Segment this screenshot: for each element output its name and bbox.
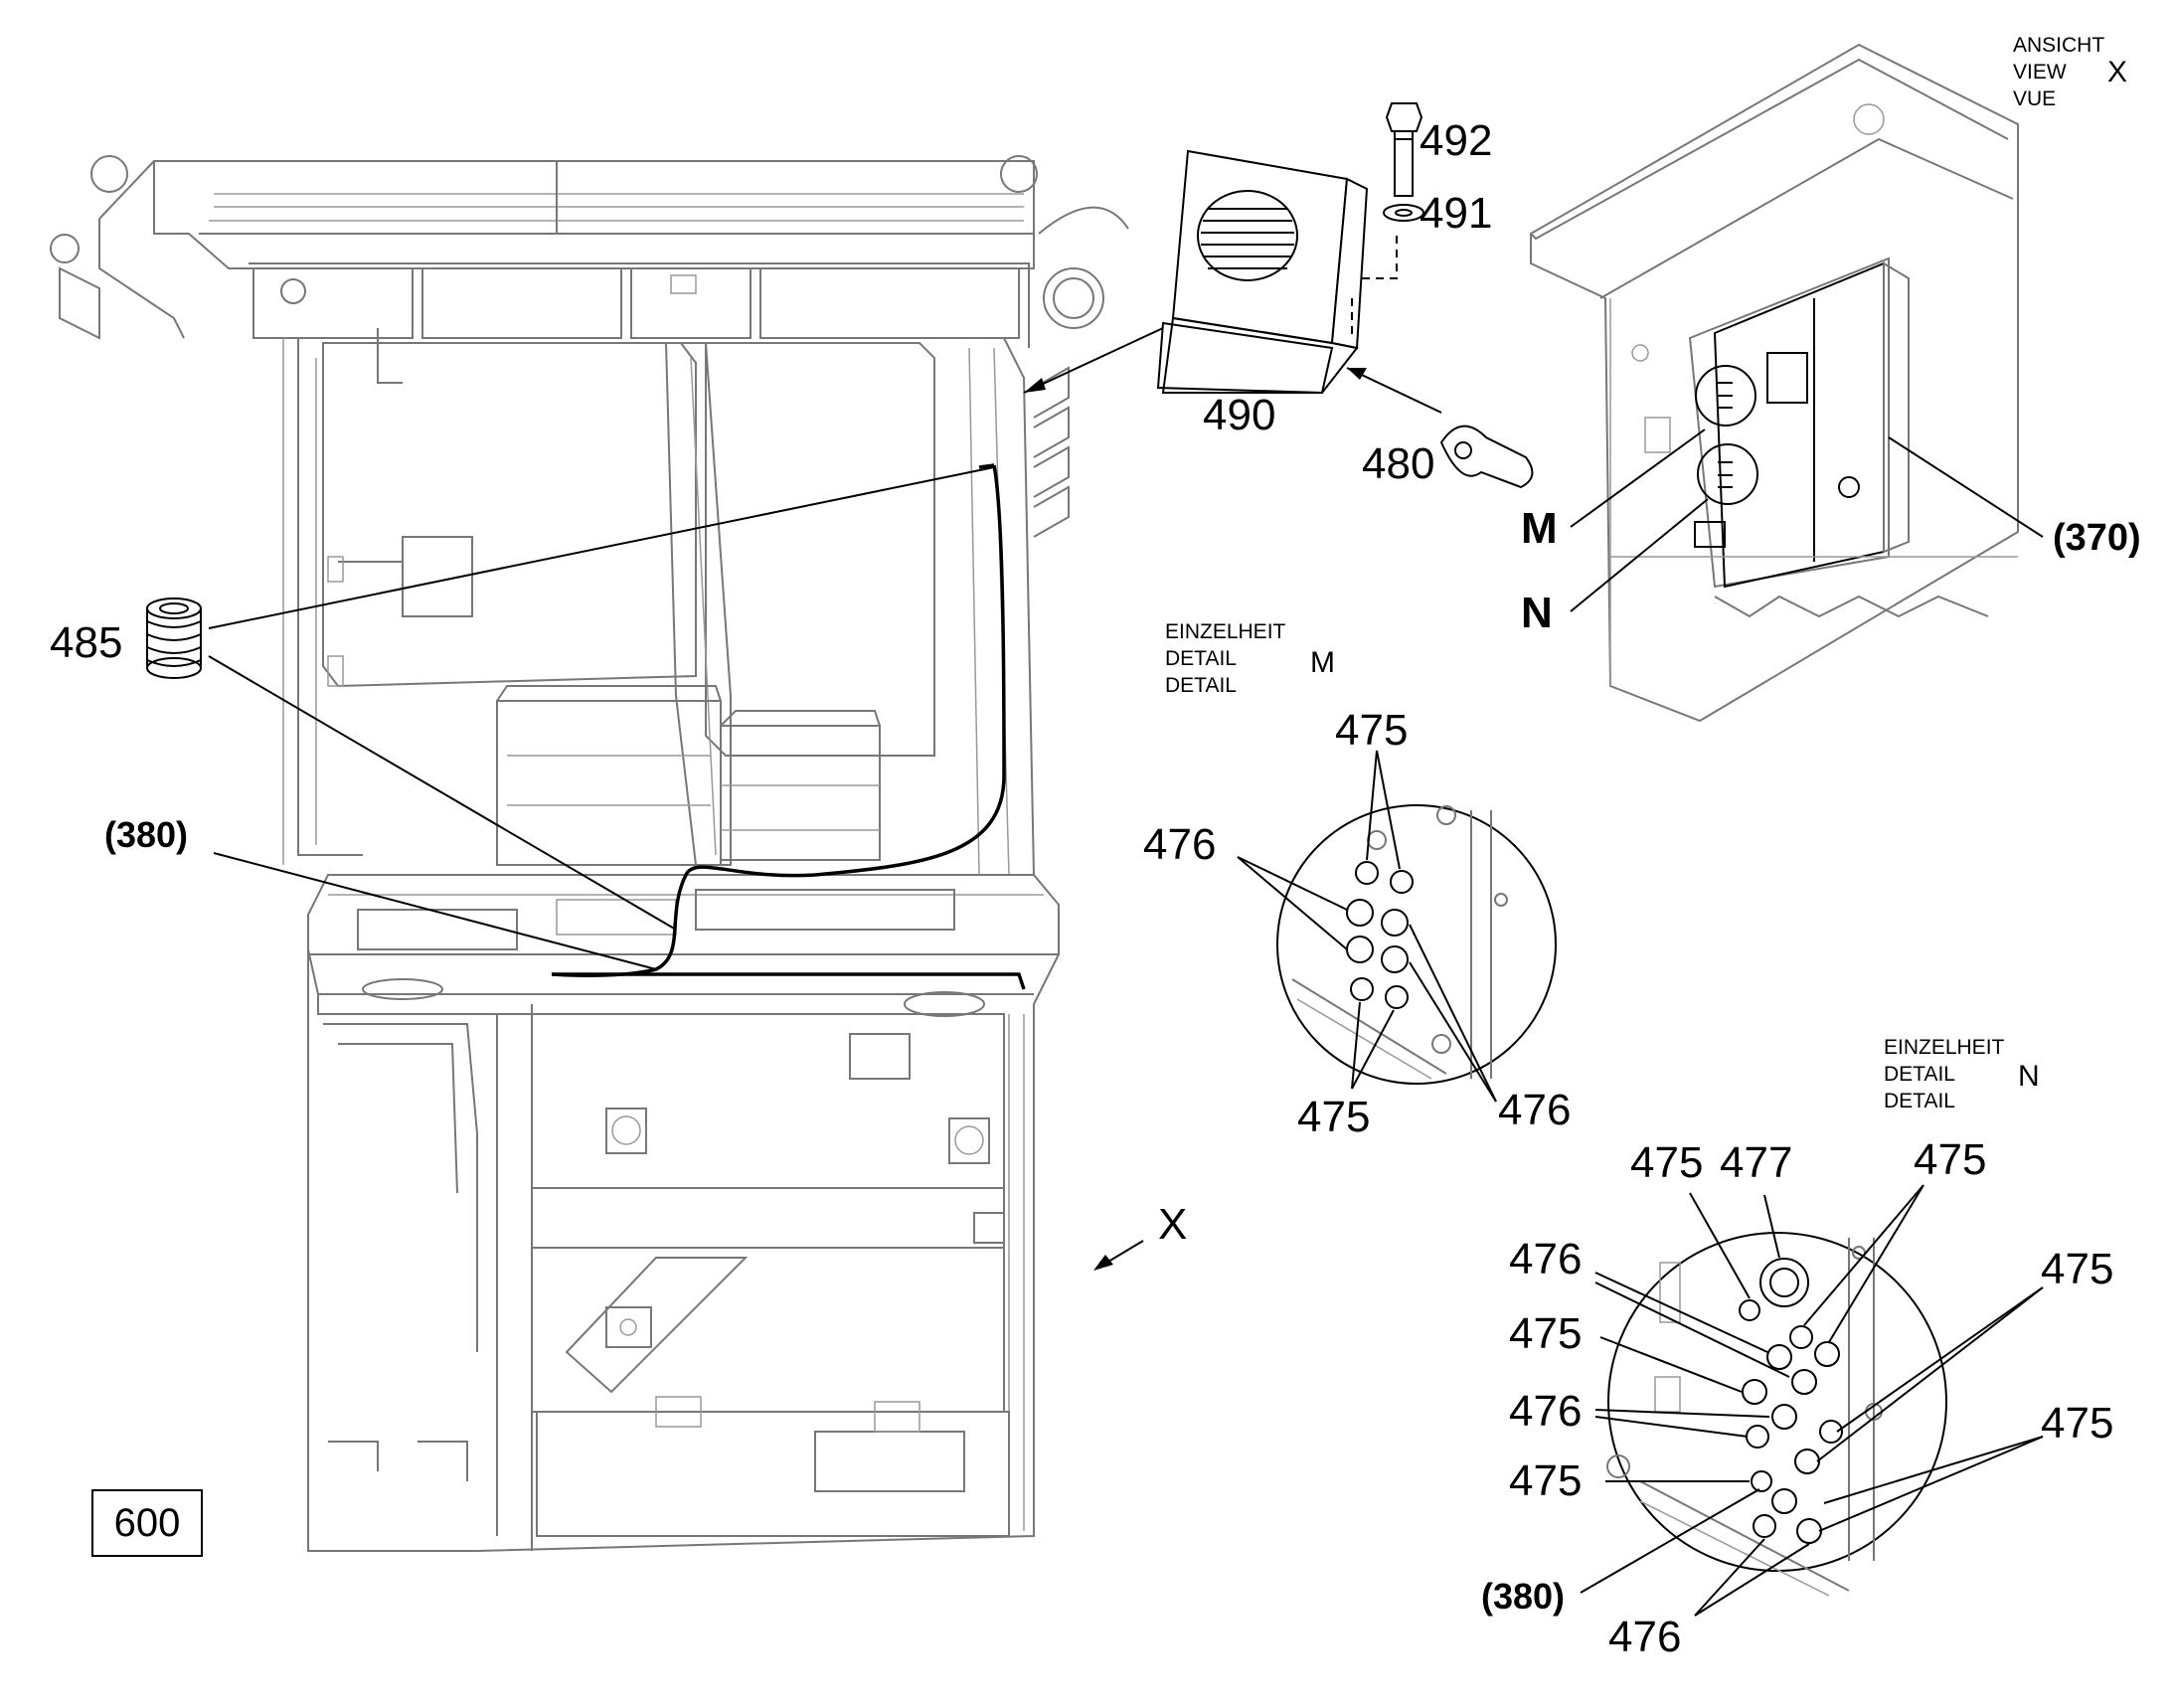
arrow-x-letter: X — [1158, 1200, 1188, 1249]
callout-492: 492 — [1420, 116, 1493, 165]
n-callout-476-c: 476 — [1608, 1613, 1682, 1661]
callout-485: 485 — [50, 618, 123, 667]
detail-m-drawing — [1237, 750, 1557, 1103]
n-callout-477: 477 — [1720, 1138, 1793, 1187]
view-letter: X — [2107, 56, 2128, 88]
bolt-492 — [1385, 102, 1423, 197]
page-number-box: 600 — [91, 1489, 203, 1557]
n-callout-475-b: 475 — [1914, 1135, 1987, 1184]
detail-n-heading: EINZELHEIT DETAIL DETAIL — [1884, 1036, 2005, 1112]
callout-490: 490 — [1203, 391, 1276, 439]
n-callout-476-a: 476 — [1509, 1235, 1583, 1283]
marker-m: M — [1521, 504, 1558, 553]
callout-370: (370) — [2053, 517, 2141, 559]
n-callout-475-e: 475 — [2041, 1399, 2114, 1448]
n-callout-475-c: 475 — [2041, 1245, 2114, 1293]
m-callout-476-left: 476 — [1143, 820, 1217, 869]
heater-unit-490 — [1156, 149, 1398, 395]
view-heading: ANSICHT VIEW VUE — [2013, 34, 2105, 110]
detail-m-letter: M — [1310, 646, 1335, 679]
washer-491 — [1383, 204, 1424, 222]
detail-n-drawing — [1580, 1184, 2044, 1617]
detail-n-letter: N — [2018, 1060, 2040, 1093]
cable-clamp-480 — [1439, 425, 1534, 489]
n-callout-475-d: 475 — [1509, 1309, 1583, 1358]
cable-gland-485 — [146, 598, 202, 679]
n-callout-476-b: 476 — [1509, 1387, 1583, 1436]
n-callout-475-a: 475 — [1630, 1138, 1704, 1187]
m-callout-475-bottom: 475 — [1297, 1093, 1371, 1141]
callout-380-main: (380) — [104, 814, 189, 855]
n-callout-475-f: 475 — [1509, 1456, 1583, 1505]
detail-m-heading: EINZELHEIT DETAIL DETAIL — [1165, 620, 1286, 697]
view-x-drawing — [1530, 43, 2044, 723]
n-callout-380: (380) — [1481, 1576, 1566, 1617]
marker-n: N — [1521, 589, 1553, 637]
m-callout-475-top: 475 — [1335, 706, 1409, 755]
callout-491: 491 — [1420, 189, 1493, 238]
main-leaders — [208, 327, 1442, 1271]
cab-frame — [50, 155, 1129, 1552]
callout-480: 480 — [1362, 439, 1435, 488]
m-callout-476-right: 476 — [1498, 1086, 1572, 1134]
